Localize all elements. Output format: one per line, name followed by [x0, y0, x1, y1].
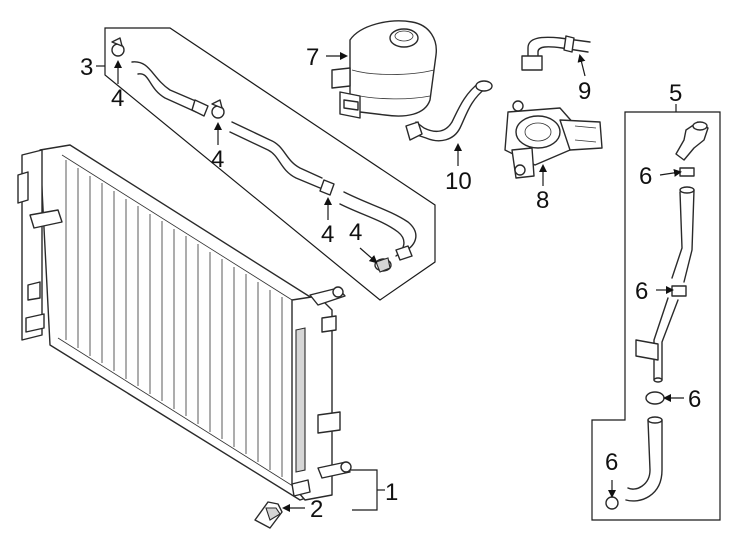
callout-4-second: 4 — [211, 146, 224, 173]
callout-9: 9 — [578, 78, 591, 105]
callout-8: 8 — [536, 187, 549, 214]
callout-labels: 1 2 3 4 4 4 4 5 6 6 6 6 7 8 9 10 — [80, 44, 701, 523]
coolant-reservoir — [331, 20, 437, 119]
radiator — [17, 144, 352, 501]
callout-3: 3 — [80, 54, 93, 81]
callout-6-first: 6 — [639, 163, 652, 190]
callout-1: 1 — [385, 479, 398, 506]
hose-clamps — [111, 37, 392, 273]
coolant-tubes — [605, 121, 709, 510]
group-outline-hoses — [104, 27, 436, 301]
drain-plug — [254, 501, 283, 529]
callout-7: 7 — [306, 44, 319, 71]
group-outline-tubes — [591, 111, 721, 521]
bypass-hose — [521, 35, 591, 71]
callout-10: 10 — [445, 168, 472, 195]
callout-4-first: 4 — [111, 85, 124, 112]
callout-leaders — [96, 52, 684, 512]
water-pump — [504, 100, 603, 179]
callout-6-fourth: 6 — [605, 449, 618, 476]
callout-4-third: 4 — [321, 221, 334, 248]
heater-hose — [405, 80, 493, 142]
callout-4-fourth: 4 — [349, 219, 362, 246]
callout-6-second: 6 — [635, 278, 648, 305]
upper-hose-group — [131, 61, 417, 261]
callout-2: 2 — [310, 496, 323, 523]
callout-5: 5 — [669, 80, 682, 107]
callout-6-third: 6 — [688, 386, 701, 413]
